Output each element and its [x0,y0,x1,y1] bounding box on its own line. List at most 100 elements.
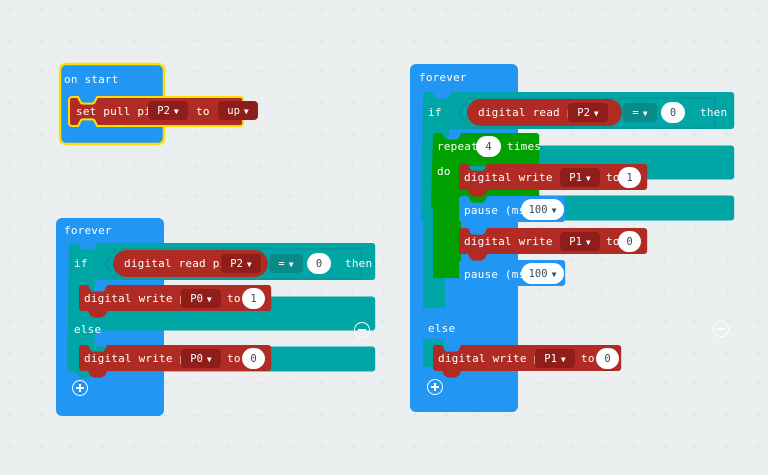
digital-write-then-left-value[interactable]: 1 [242,288,265,309]
grid-cross [318,99,325,107]
grid-cross [37,68,45,76]
digital-write-else-right-value[interactable]: 0 [596,348,619,369]
digital-write-pin-then-left-dropdown[interactable]: P0 ▼ [181,289,221,308]
grid-cross [567,37,575,45]
pause-duration-dropdown-1[interactable]: 100 ▼ [521,199,564,220]
digital-write-pin-else-right-dropdown[interactable]: P1 ▼ [535,349,575,368]
chevron-down-icon: ▼ [551,205,557,215]
repeat-label: repeat [437,140,478,153]
grid-cross [598,68,606,76]
repeat-times-shape[interactable] [430,133,540,305]
grid-cross [754,99,762,107]
forever-right-label: forever [419,71,467,84]
grid-cross [349,162,357,169]
grid-cross [380,442,388,450]
digital-read-pin-right-dropdown[interactable]: P2 ▼ [568,103,608,122]
chevron-down-icon: ▼ [551,269,557,279]
digital-write-else-left-value[interactable]: 0 [242,348,265,369]
compare-operator-dropdown-right[interactable]: = ▼ [623,103,657,122]
operand-value: 0 [669,106,677,119]
grid-cross [567,442,575,450]
chevron-down-icon: ▼ [246,259,252,269]
digital-write-do2-value[interactable]: 0 [618,231,641,252]
grid-cross [224,37,232,45]
grid-cross [224,130,232,138]
grid-cross [754,193,762,201]
grid-cross [692,37,700,45]
grid-cross [6,255,13,263]
dropdown-value: P2 [157,104,170,117]
set-pull-pin-label: set pull pin [76,105,158,118]
else-left-label: else [74,323,102,336]
digital-write-pin-do2-shape[interactable] [456,228,648,261]
grid-cross [692,68,700,76]
grid-cross [99,6,107,13]
add-else-button-right[interactable] [427,379,443,395]
digital-write-pin-do1-dropdown[interactable]: P1 ▼ [560,168,600,187]
grid-cross [661,68,669,76]
grid-cross [567,411,575,419]
remove-else-button-left[interactable] [354,322,370,338]
grid-cross [37,37,45,45]
digital-write-pin-do1-label: digital write pin [464,171,580,184]
digital-write-pin-do2-label: digital write pin [464,235,580,248]
grid-cross [318,68,325,76]
digital-write-do1-value[interactable]: 1 [618,167,641,188]
grid-cross [130,6,138,13]
grid-cross [661,37,669,45]
grid-cross [68,193,76,201]
grid-cross [224,193,232,201]
compare-right-operand-right[interactable]: 0 [661,102,685,123]
dropdown-value: P0 [190,352,203,365]
grid-cross [349,99,357,107]
chevron-down-icon: ▼ [206,354,212,364]
grid-cross [37,349,45,357]
else-right-label: else [428,322,456,335]
digital-read-pin-right-label: digital read pin [478,106,588,119]
grid-cross [349,411,357,419]
digital-write-pin-do1-shape[interactable] [456,164,648,197]
grid-cross [286,37,294,45]
grid-cross [286,6,294,13]
chevron-down-icon: ▼ [593,108,599,118]
grid-cross [286,99,294,107]
digital-write-pin-else-left-dropdown[interactable]: P0 ▼ [181,349,221,368]
set-pull-pin-mode-dropdown[interactable]: up ▼ [218,101,258,120]
grid-cross [255,37,263,45]
duration-value: 100 [528,267,548,280]
grid-cross [286,162,294,169]
pause-duration-dropdown-2[interactable]: 100 ▼ [521,263,564,284]
grid-cross [630,442,637,450]
grid-cross [349,37,357,45]
grid-cross [286,411,294,419]
grid-cross [442,37,450,45]
grid-cross [661,6,669,13]
add-else-button-left[interactable] [72,380,88,396]
grid-cross [723,37,731,45]
set-pull-pin-pin-dropdown[interactable]: P2 ▼ [148,101,188,120]
grid-cross [754,442,762,450]
grid-cross [286,442,294,450]
chevron-down-icon: ▼ [585,173,591,183]
digital-write-pin-then-left-label: digital write pin [84,292,200,305]
grid-cross [692,442,700,450]
digital-write-pin-then-left-shape[interactable] [76,285,272,318]
compare-right-operand-left[interactable]: 0 [307,253,331,274]
digital-read-pin-left-dropdown[interactable]: P2 ▼ [221,254,261,273]
compare-operator-dropdown-left[interactable]: = ▼ [269,254,303,273]
grid-cross [630,37,637,45]
remove-else-button-right[interactable] [713,321,729,337]
grid-cross [224,442,232,450]
value-text: 0 [250,352,257,365]
repeat-count-field[interactable]: 4 [476,136,501,157]
operator-value: = [278,257,285,270]
grid-cross [193,442,201,450]
grid-cross [255,224,263,232]
digital-write-pin-do2-dropdown[interactable]: P1 ▼ [560,232,600,251]
grid-cross [6,224,13,232]
grid-cross [380,6,388,13]
digital-write-pin-else-left-shape[interactable] [76,345,272,378]
grid-cross [380,130,388,138]
grid-cross [318,224,325,232]
grid-cross [68,162,76,169]
